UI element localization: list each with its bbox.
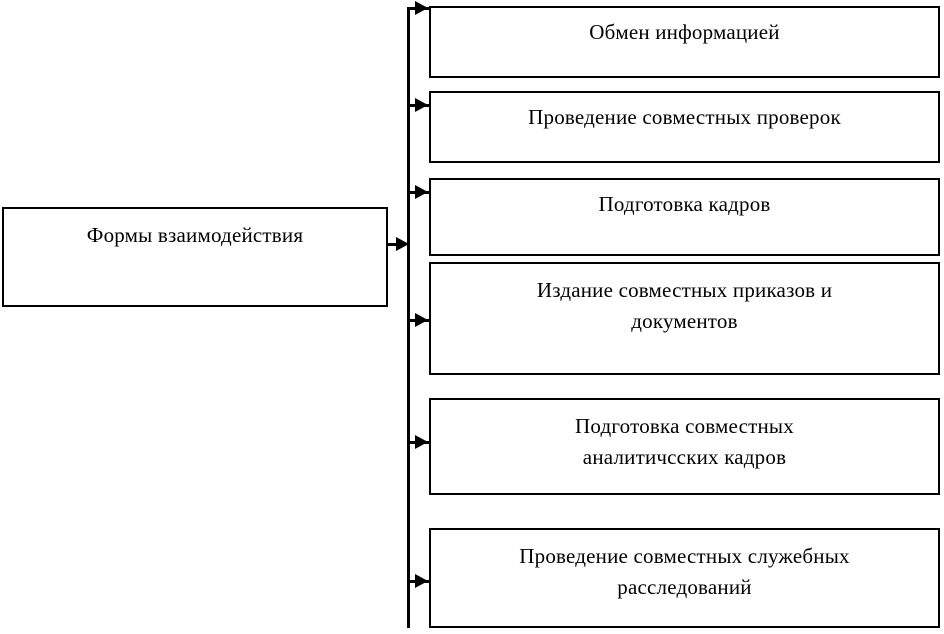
child-node-2[interactable]: Проведение совместных проверок <box>429 91 940 163</box>
branch-arrow-icon-3 <box>415 185 428 199</box>
spine-vertical-line <box>407 8 410 628</box>
root-node-label: Формы взаимодействия <box>86 223 304 247</box>
child-node-6[interactable]: Проведение совместных служебных расследо… <box>429 528 940 628</box>
root-connector-line <box>388 243 400 246</box>
root-connector-arrow-icon <box>396 237 409 251</box>
child-node-5[interactable]: Подготовка совместных аналитичсских кадр… <box>429 398 940 495</box>
branch-arrow-icon-2 <box>415 98 428 112</box>
branch-arrow-icon-6 <box>415 574 428 588</box>
child-node-label-2: Проведение совместных проверок <box>528 105 841 129</box>
branch-arrow-icon-1 <box>415 1 428 15</box>
child-node-label-4: Издание совместных приказов и документов <box>536 278 833 333</box>
root-node-formy-vzaimodeystviya[interactable]: Формы взаимодействия <box>2 207 388 307</box>
child-node-label-5: Подготовка совместных аналитичсских кадр… <box>575 414 794 469</box>
branch-arrow-icon-4 <box>415 313 428 327</box>
child-node-label-3: Подготовка кадров <box>598 192 771 216</box>
child-node-label-1: Обмен информацией <box>589 20 780 44</box>
child-node-1[interactable]: Обмен информацией <box>429 6 940 78</box>
child-node-4[interactable]: Издание совместных приказов и документов <box>429 262 940 375</box>
child-node-3[interactable]: Подготовка кадров <box>429 178 940 256</box>
child-node-label-6: Проведение совместных служебных расследо… <box>519 544 850 599</box>
branch-arrow-icon-5 <box>415 435 428 449</box>
